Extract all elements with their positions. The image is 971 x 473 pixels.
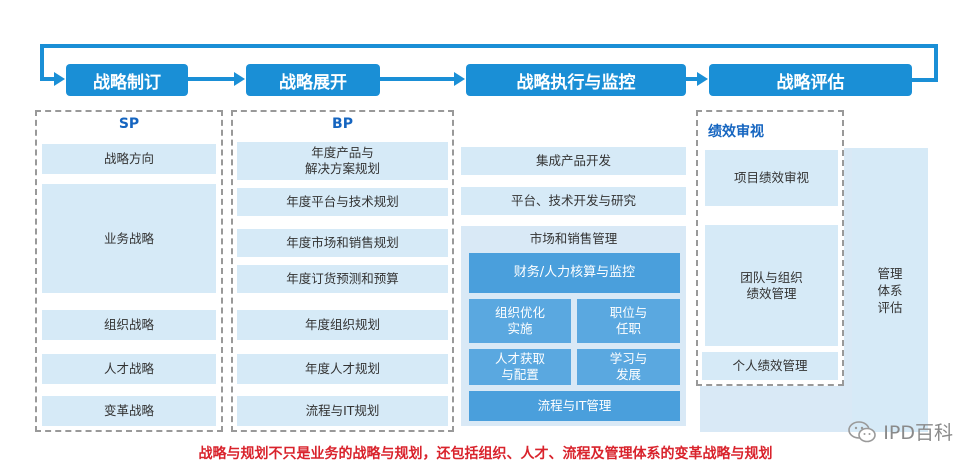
watermark-text: IPD百科 xyxy=(883,422,953,444)
eval-project-performance: 项目绩效审视 xyxy=(705,150,838,206)
stage-strategy-evaluation: 战略评估 xyxy=(709,64,912,96)
loop-right-return xyxy=(912,78,938,82)
exec-ipd: 集成产品开发 xyxy=(461,147,686,175)
bp-item-talent: 年度人才规划 xyxy=(237,354,448,384)
eval-column-frame xyxy=(696,110,844,386)
bp-item-platform-tech: 年度平台与技术规划 xyxy=(237,188,448,216)
bp-item-product-solution: 年度产品与 解决方案规划 xyxy=(237,142,448,180)
arrow-into-stage-3 xyxy=(454,72,465,86)
exec-process-it: 流程与IT管理 xyxy=(469,391,680,421)
exec-position-qualification: 职位与 任职 xyxy=(577,299,680,343)
exec-finance-hr: 财务/人力核算与监控 xyxy=(469,253,680,293)
sp-column-frame xyxy=(35,110,223,432)
sp-item-organization: 组织战略 xyxy=(42,310,216,340)
sp-title: SP xyxy=(118,116,140,132)
exec-platform-research: 平台、技术开发与研究 xyxy=(461,187,686,215)
bp-item-process-it: 流程与IT规划 xyxy=(237,396,448,426)
exec-org-optimization: 组织优化 实施 xyxy=(469,299,571,343)
bp-item-market-sales: 年度市场和销售规划 xyxy=(237,229,448,257)
sp-item-talent: 人才战略 xyxy=(42,354,216,384)
stage-strategy-deployment: 战略展开 xyxy=(246,64,380,96)
stage-strategy-formulation: 战略制订 xyxy=(66,64,188,96)
eval-individual-performance: 个人绩效管理 xyxy=(702,352,838,380)
bp-item-organization: 年度组织规划 xyxy=(237,310,448,340)
exec-learning-development: 学习与 发展 xyxy=(577,349,680,385)
connector-2-3 xyxy=(380,77,454,81)
arrow-into-stage-1 xyxy=(54,72,65,86)
bp-column-frame xyxy=(231,110,454,432)
connector-3-4 xyxy=(686,77,697,81)
stage-execution-monitoring: 战略执行与监控 xyxy=(466,64,686,96)
footer-note: 战略与规划不只是业务的战略与规划，还包括组织、人才、流程及管理体系的变革战略与规… xyxy=(198,446,773,462)
loop-left-line xyxy=(40,44,44,80)
loop-right-line xyxy=(934,44,938,81)
eval-management-system: 管理 体系 评估 xyxy=(852,148,928,432)
arrow-into-stage-2 xyxy=(234,72,245,86)
connector-1-2 xyxy=(188,77,234,81)
bp-title: BP xyxy=(332,116,353,132)
sp-item-transformation: 变革战略 xyxy=(42,396,216,426)
eval-team-org-performance: 团队与组织 绩效管理 xyxy=(705,225,838,346)
eval-title: 绩效审视 xyxy=(708,124,764,140)
sp-item-direction: 战略方向 xyxy=(42,144,216,174)
bp-item-order-forecast: 年度订货预测和预算 xyxy=(237,265,448,293)
exec-panel-title: 市场和销售管理 xyxy=(529,231,618,246)
loop-top-line xyxy=(40,44,938,48)
wechat-icon xyxy=(848,420,877,442)
loop-entry-line xyxy=(40,77,54,81)
arrow-into-stage-4 xyxy=(697,72,708,86)
exec-talent-acquisition: 人才获取 与配置 xyxy=(469,349,571,385)
sp-item-business: 业务战略 xyxy=(42,184,216,293)
watermark: IPD百科 xyxy=(847,418,953,445)
